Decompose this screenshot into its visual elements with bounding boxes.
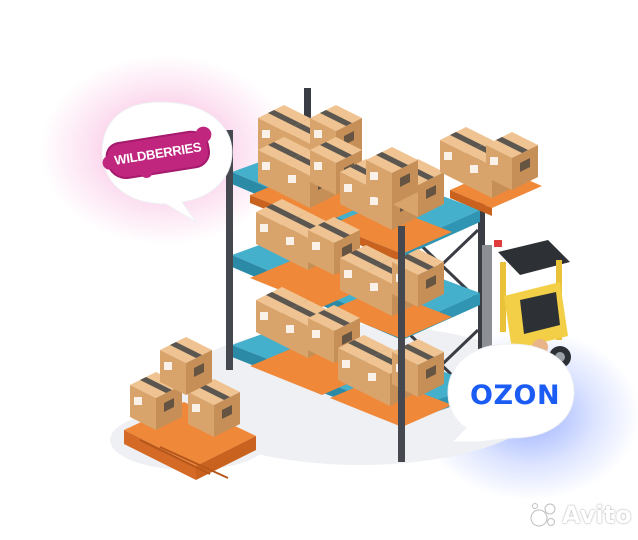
ozon-speech-bubble <box>447 343 575 443</box>
forklift <box>482 240 571 368</box>
avito-dots-icon <box>530 503 556 527</box>
ozon-logo: OZON <box>470 380 561 411</box>
floor-pallet <box>124 337 256 480</box>
top-right-boxes <box>440 127 542 216</box>
avito-watermark: Avito <box>530 500 632 530</box>
avito-watermark-text: Avito <box>562 501 632 529</box>
